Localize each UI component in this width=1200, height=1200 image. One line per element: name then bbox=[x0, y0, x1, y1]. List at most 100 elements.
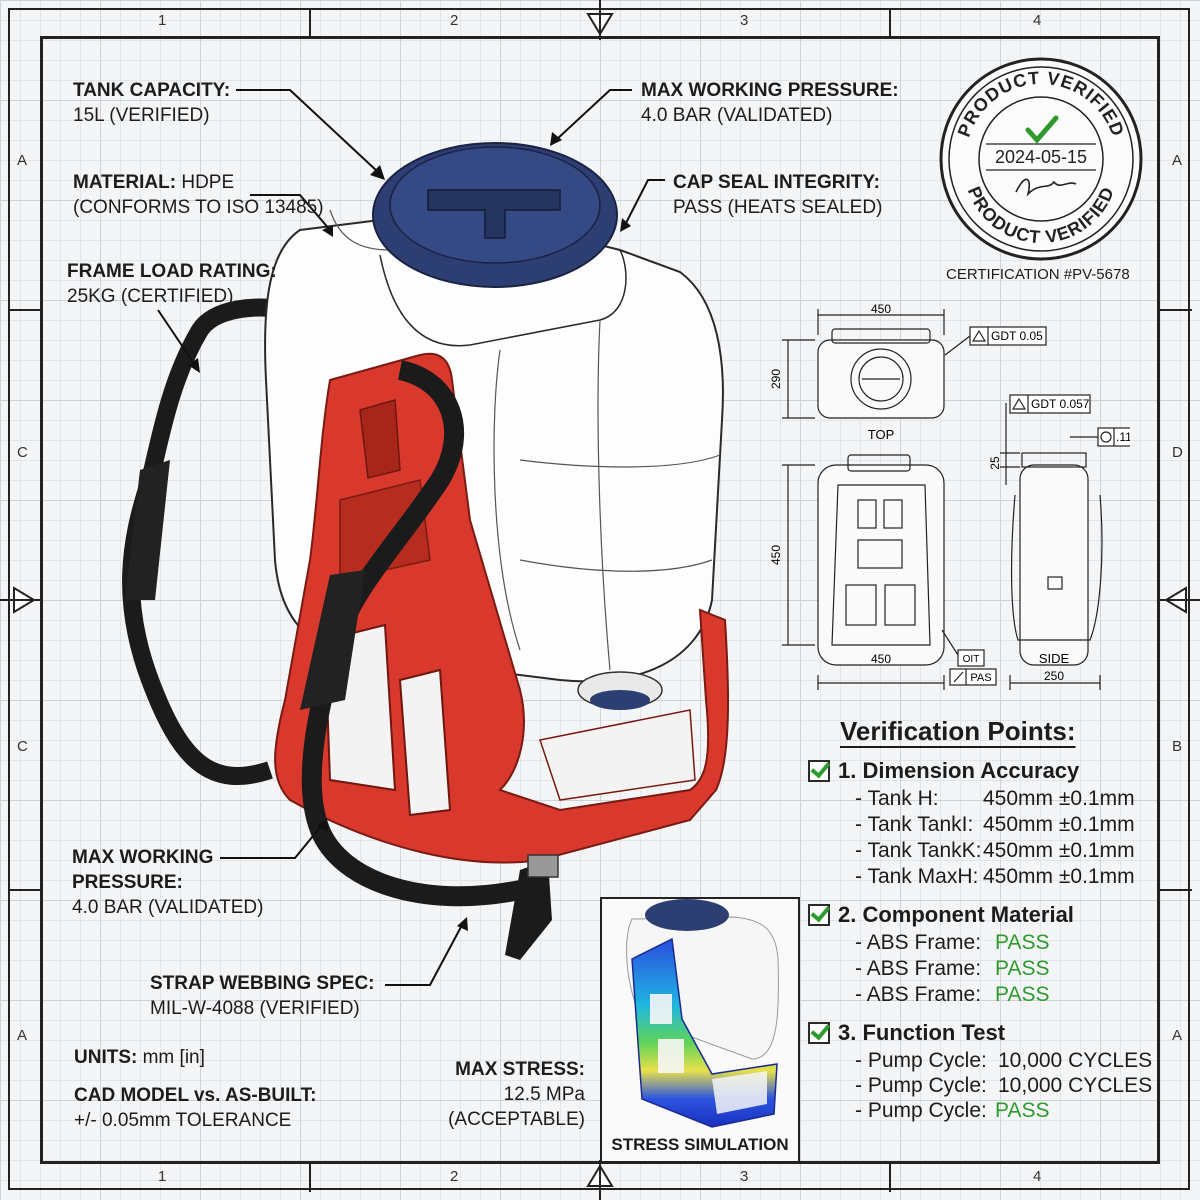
cad-label: CAD MODEL vs. AS-BUILT: bbox=[74, 1085, 317, 1106]
zone-bottom-1: 1 bbox=[158, 1168, 167, 1185]
strap-value: MIL-W-4088 (VERIFIED) bbox=[150, 998, 360, 1019]
orthographic-views: 450 290 GDT 0.05 TOP 450 450 GDT 0.057 2… bbox=[770, 302, 1130, 690]
vp-row-key: - ABS Frame: bbox=[855, 931, 982, 954]
frame-load-label: FRAME LOAD RATING: bbox=[67, 261, 277, 282]
vp-row-key: - Tank H: bbox=[855, 787, 939, 810]
zone-bottom-4: 4 bbox=[1033, 1168, 1042, 1185]
certification-number: CERTIFICATION #PV-5678 bbox=[946, 266, 1130, 283]
stamp-date: 2024-05-15 bbox=[995, 147, 1087, 167]
zone-bottom-3: 3 bbox=[740, 1168, 749, 1185]
vp-row-key: - ABS Frame: bbox=[855, 957, 982, 980]
material-value: (CONFORMS TO ISO 13485) bbox=[73, 197, 324, 218]
stress-simulation-panel: STRESS SIMULATION bbox=[600, 897, 800, 1163]
top-view-label: TOP bbox=[868, 427, 895, 442]
checkbox-checked-icon bbox=[808, 1022, 830, 1044]
cad-value: +/- 0.05mm TOLERANCE bbox=[74, 1110, 292, 1131]
vp-row-value: PASS bbox=[995, 957, 1050, 980]
front-view-width: 450 bbox=[871, 652, 891, 666]
callout-material: MATERIAL: HDPE (CONFORMS TO ISO 13485) bbox=[73, 170, 324, 220]
max-stress-value-2: (ACCEPTABLE) bbox=[448, 1109, 585, 1130]
flatness-value: .11 bbox=[1116, 430, 1130, 444]
cap-seal-value: PASS (HEATS SEALED) bbox=[673, 197, 883, 218]
callout-frame-load: FRAME LOAD RATING: 25KG (CERTIFIED) bbox=[67, 259, 277, 309]
max-pressure-top-label: MAX WORKING PRESSURE: bbox=[641, 80, 899, 101]
vp-row-value: 10,000 CYCLES bbox=[998, 1049, 1153, 1072]
stamp-check-icon bbox=[1025, 115, 1059, 144]
gdt-top-value: GDT 0.05 bbox=[991, 329, 1043, 343]
pas-tag: PAS bbox=[970, 672, 991, 684]
vp-row-value: PASS bbox=[995, 983, 1050, 1006]
tank-capacity-value: 15L (VERIFIED) bbox=[73, 105, 210, 126]
front-view-height: 450 bbox=[770, 545, 783, 565]
units-value: mm [in] bbox=[142, 1047, 205, 1068]
max-stress-value-1: 12.5 MPa bbox=[503, 1084, 585, 1105]
side-view-width: 250 bbox=[1044, 669, 1064, 683]
strap-pad-left bbox=[125, 460, 170, 600]
zone-left-3: C bbox=[17, 738, 28, 755]
max-stress-label: MAX STRESS: bbox=[455, 1059, 585, 1080]
vp-row-value: PASS bbox=[995, 931, 1050, 954]
vp-row-value: PASS bbox=[995, 1099, 1050, 1122]
units-note: UNITS: mm [in] bbox=[74, 1045, 205, 1070]
max-pressure-top-value: 4.0 BAR (VALIDATED) bbox=[641, 105, 833, 126]
vp-row-key: - Tank TankK: bbox=[855, 839, 982, 862]
zone-bottom-2: 2 bbox=[450, 1168, 459, 1185]
gdt-side-value: GDT 0.057 bbox=[1031, 397, 1090, 411]
zone-right-1: A bbox=[1172, 152, 1183, 169]
side-view-label: SIDE bbox=[1039, 651, 1070, 666]
front-view-outline bbox=[817, 464, 945, 666]
cap-handle bbox=[427, 189, 561, 239]
zone-right-4: A bbox=[1172, 1027, 1183, 1044]
side-view-outline bbox=[1019, 464, 1089, 666]
vp-section-2-title: 2. Component Material bbox=[838, 902, 1074, 927]
strap-tail bbox=[505, 860, 552, 960]
callout-tank-capacity: TANK CAPACITY: 15L (VERIFIED) bbox=[73, 78, 230, 128]
units-label: UNITS: bbox=[74, 1047, 138, 1068]
top-view-width: 450 bbox=[871, 302, 891, 316]
vp-section-3-heading: 3. Function Test bbox=[808, 1020, 1005, 1046]
zone-top-4: 4 bbox=[1033, 12, 1042, 29]
stress-simulation-image bbox=[626, 899, 780, 1128]
max-pressure-left-label-2: PRESSURE: bbox=[72, 872, 183, 893]
max-pressure-left-label-1: MAX WORKING bbox=[72, 847, 214, 868]
vp-section-1-heading: 1. Dimension Accuracy bbox=[808, 758, 1079, 784]
zone-left-2: C bbox=[17, 444, 28, 461]
cap-seal-label: CAP SEAL INTEGRITY: bbox=[673, 172, 880, 193]
side-gap-dimension: 25 bbox=[988, 456, 1002, 470]
zone-left-1: A bbox=[17, 152, 28, 169]
verification-title: Verification Points: bbox=[840, 716, 1076, 746]
checkbox-checked-icon bbox=[808, 760, 830, 782]
vp-row-key: - Tank TankI: bbox=[855, 813, 974, 836]
callout-max-pressure-top: MAX WORKING PRESSURE: 4.0 BAR (VALIDATED… bbox=[641, 78, 899, 128]
callout-cap-seal: CAP SEAL INTEGRITY: PASS (HEATS SEALED) bbox=[673, 170, 882, 220]
callout-strap: STRAP WEBBING SPEC: MIL-W-4088 (VERIFIED… bbox=[150, 971, 375, 1021]
zone-top-1: 1 bbox=[158, 12, 167, 29]
vp-row-value: 450mm ±0.1mm bbox=[983, 787, 1135, 810]
checkbox-checked-icon bbox=[808, 904, 830, 926]
zone-right-3: B bbox=[1172, 738, 1183, 755]
zone-top-3: 3 bbox=[740, 12, 749, 29]
material-label: MATERIAL: bbox=[73, 172, 177, 193]
vp-row-key: - Pump Cycle: bbox=[855, 1099, 987, 1122]
vp-row-value: 10,000 CYCLES bbox=[998, 1074, 1153, 1097]
strap-buckle bbox=[527, 854, 559, 878]
verification-stamp: PRODUCT VERIFIED PRODUCT VERIFIED 2024-0… bbox=[939, 57, 1143, 261]
zone-right-2: D bbox=[1172, 444, 1183, 461]
frame-load-value: 25KG (CERTIFIED) bbox=[67, 286, 234, 307]
strap-label: STRAP WEBBING SPEC: bbox=[150, 973, 375, 994]
callout-max-pressure-left: MAX WORKING PRESSURE: 4.0 BAR (VALIDATED… bbox=[72, 845, 263, 920]
max-pressure-left-value: 4.0 BAR (VALIDATED) bbox=[72, 897, 264, 918]
strap-pad-right bbox=[300, 570, 365, 710]
vp-row-key: - ABS Frame: bbox=[855, 983, 982, 1006]
vp-row-value: 450mm ±0.1mm bbox=[983, 839, 1135, 862]
zone-left-4: A bbox=[17, 1027, 28, 1044]
vp-row-key: - Pump Cycle: bbox=[855, 1074, 987, 1097]
vp-row-key: - Tank MaxH: bbox=[855, 865, 979, 888]
stamp-signature bbox=[1015, 178, 1077, 197]
vp-row-value: 450mm ±0.1mm bbox=[983, 865, 1135, 888]
callout-max-stress: MAX STRESS: 12.5 MPa (ACCEPTABLE) bbox=[440, 1057, 585, 1132]
vp-row-value: 450mm ±0.1mm bbox=[983, 813, 1135, 836]
